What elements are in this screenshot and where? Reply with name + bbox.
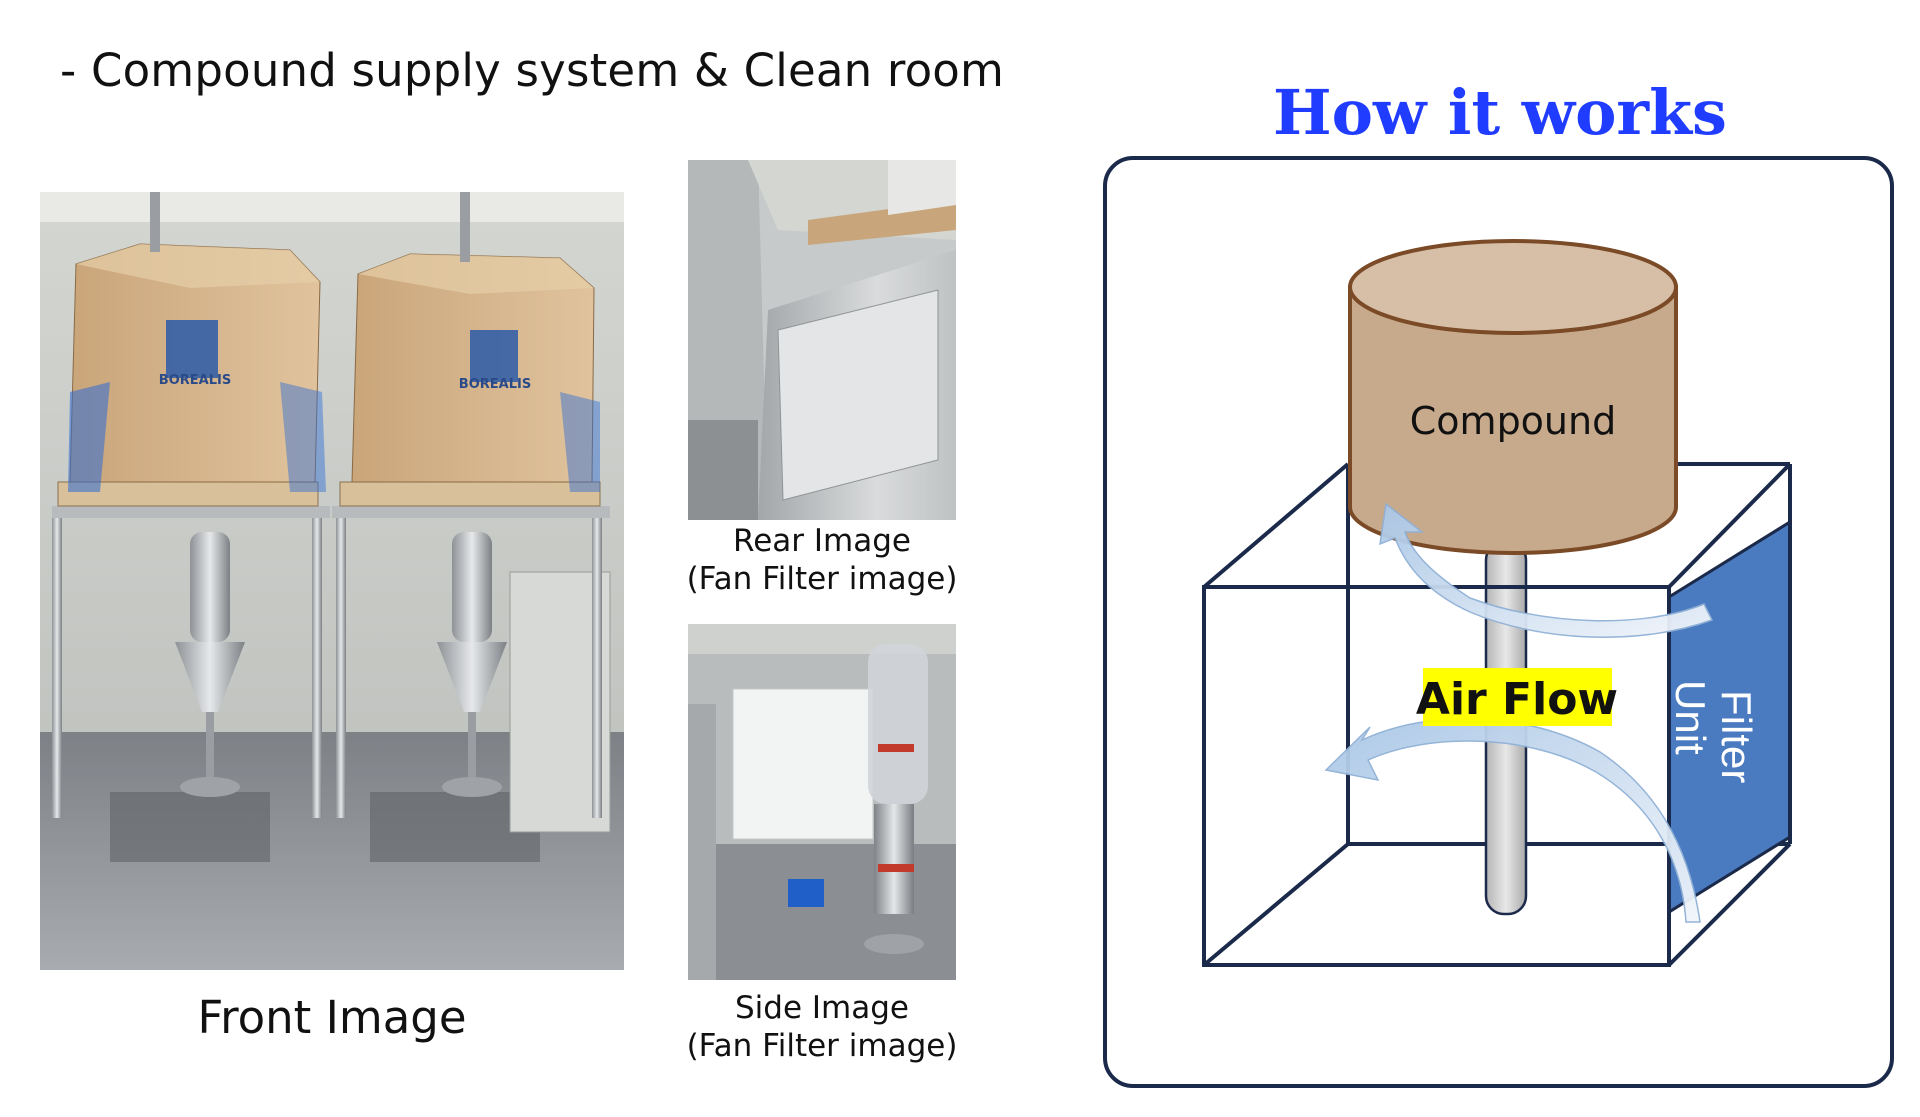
airflow-arrow-down [1324, 717, 1701, 923]
rear-caption-line1: Rear Image [733, 523, 911, 559]
cube-front-edges [1202, 462, 1792, 967]
side-caption-line1: Side Image [735, 990, 909, 1026]
front-image-caption: Front Image [197, 991, 467, 1044]
how-it-works-title: How it works [1273, 76, 1727, 149]
compound-label: Compound [1410, 399, 1616, 443]
side-caption-line2: (Fan Filter image) [686, 1028, 958, 1064]
rear-photo [688, 160, 956, 520]
airflow-diagram: Filter Unit Compound Air Flow [1103, 156, 1894, 1088]
filter-label-line1: Filter [1713, 690, 1760, 783]
airflow-arrows [1324, 502, 1714, 923]
rear-caption-line2: (Fan Filter image) [686, 561, 958, 597]
side-image-caption: Side Image (Fan Filter image) [670, 989, 974, 1065]
airflow-arrow-up [1379, 502, 1714, 638]
airflow-highlight [1423, 668, 1612, 726]
filter-label-line2: Unit [1667, 680, 1714, 755]
compound-cylinder [1348, 239, 1678, 555]
box-brand-text-2: BOREALIS [459, 377, 531, 392]
box-brand-text: BOREALIS [159, 373, 231, 388]
airflow-label: Air Flow [1416, 674, 1618, 725]
rear-image-caption: Rear Image (Fan Filter image) [670, 522, 974, 598]
side-photo [688, 624, 956, 980]
slide-heading: - Compound supply system & Clean room [60, 44, 1005, 97]
front-photo: BOREALIS BOREALIS [40, 192, 624, 970]
